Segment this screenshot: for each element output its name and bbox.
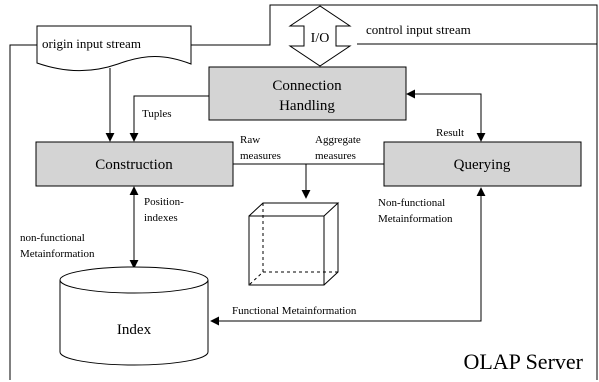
io-double-arrow	[288, 5, 352, 67]
result-label: Result	[436, 127, 464, 139]
connection-handling-label-line1: Connection	[272, 78, 342, 94]
data-cube-icon	[248, 202, 340, 286]
querying-box	[383, 141, 582, 187]
io-label: I/O	[311, 31, 330, 46]
aggregate-measures-label-line2: measures	[315, 150, 356, 162]
querying-label: Querying	[454, 157, 511, 173]
functional-metainformation-label: Functional Metainformation	[232, 305, 357, 317]
nonfunctional-left-label-line1: non-functional	[20, 232, 85, 244]
raw-measures-label-line1: Raw	[240, 134, 260, 146]
index-label: Index	[117, 322, 152, 338]
position-indexes-label-line1: Position-	[144, 196, 184, 208]
olap-server-label: OLAP Server	[463, 349, 583, 374]
raw-measures-label-line2: measures	[240, 150, 281, 162]
construction-label: Construction	[95, 157, 173, 173]
tuples-arrow	[129, 95, 209, 142]
construction-box	[35, 141, 234, 187]
position-indexes-label-line2: indexes	[144, 212, 178, 224]
control-stream-label: control input stream	[366, 22, 471, 37]
origin-stream-document	[36, 25, 192, 72]
index-cylinder	[59, 266, 209, 366]
nonfunctional-right-label-line2: Metainformation	[378, 213, 453, 225]
functional-metainformation-arrow	[210, 187, 486, 326]
origin-stream-label: origin input stream	[42, 36, 141, 51]
aggregate-measures-label-line1: Aggregate	[315, 134, 361, 146]
tuples-label: Tuples	[142, 108, 172, 120]
server-boundary	[9, 4, 598, 380]
connection-handling-box	[208, 66, 407, 121]
connection-handling-label-line2: Handling	[279, 98, 335, 114]
nonfunctional-left-label-line2: Metainformation	[20, 248, 95, 260]
result-arrow	[406, 89, 486, 142]
nonfunctional-right-label-line1: Non-functional	[378, 197, 445, 209]
